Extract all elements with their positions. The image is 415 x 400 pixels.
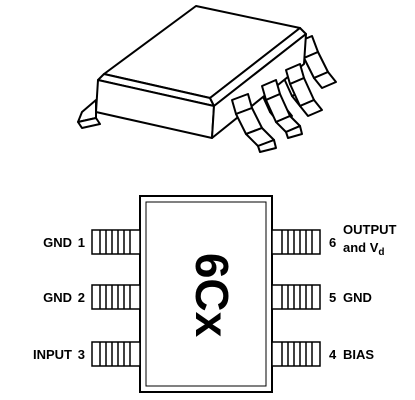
ic-body [139,195,273,393]
package-body [95,5,307,139]
package-3d-view [77,5,337,153]
ic-body-inner-outline [145,201,267,387]
pin-2-name: GND [43,290,72,305]
front-lead-1 [231,93,277,153]
top-view: 6Cx GND 1 GND 2 INPUT 3 6 OUTPUT and Vd … [33,195,397,393]
pin-1-name: GND [43,235,72,250]
left-end-lead [77,99,101,129]
pin-5-name: GND [343,290,372,305]
device-marking: 6Cx [186,253,238,338]
front-lead-3 [285,63,323,117]
pin-6-name-line1: OUTPUT [343,222,397,237]
pin-pad-2 [91,284,141,310]
pin-5-number: 5 [329,290,336,305]
pin-4-number: 4 [329,347,337,362]
pin-pad-4 [271,341,321,367]
pin-pad-3 [91,341,141,367]
pin-1-number: 1 [78,235,85,250]
pin-6-name-line2: and Vd [343,240,385,258]
pin-pad-5 [271,284,321,310]
pin-pad-6 [271,229,321,255]
pin-3-number: 3 [78,347,85,362]
pin-4-name: BIAS [343,347,374,362]
pin-pad-1 [91,229,141,255]
front-lead-2 [261,79,303,139]
pin-2-number: 2 [78,290,85,305]
pin-3-name: INPUT [33,347,72,362]
pin-6-name-line2-subscript: d [378,247,384,258]
pin-6-name-line2-main: and V [343,240,379,255]
pin-6-number: 6 [329,235,336,250]
